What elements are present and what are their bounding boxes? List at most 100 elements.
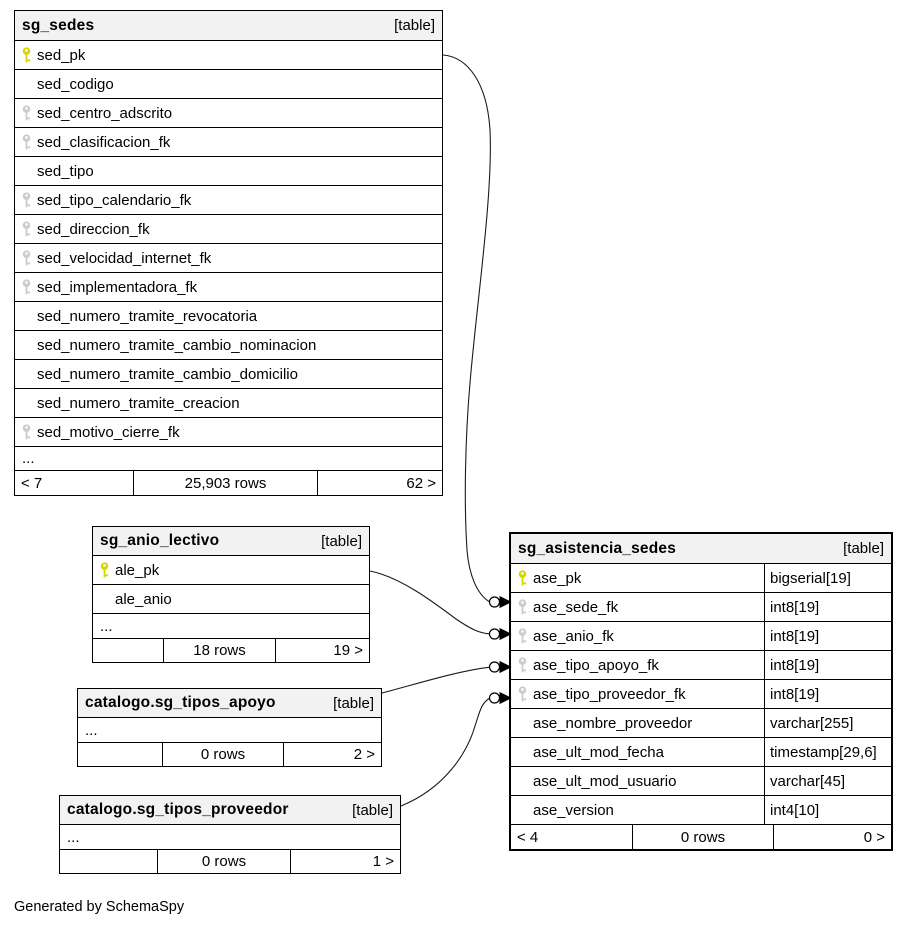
parents-count: 1 > [290,850,400,873]
parents-count: 2 > [283,743,381,766]
table-title: catalogo.sg_tipos_proveedor [67,801,289,818]
column-row: sed_direccion_fk [15,214,442,243]
column-row: sed_velocidad_internet_fk [15,243,442,272]
table-catalogo-sg-tipos-proveedor[interactable]: catalogo.sg_tipos_proveedor [table] ... … [59,795,401,874]
foreign-key-icon [15,105,37,121]
edge-ale-pk-to-ase-anio-fk [369,570,490,635]
table-footer: 0 rows 2 > [78,742,381,766]
table-footer: 0 rows 1 > [60,849,400,873]
foreign-key-icon [511,686,533,702]
foreign-key-icon [15,134,37,150]
column-name: ale_pk [115,561,160,579]
column-name: sed_pk [37,46,86,64]
generated-by-note: Generated by SchemaSpy [14,899,185,915]
ellipsis-row: ... [60,824,400,849]
column-name: sed_centro_adscrito [37,104,173,122]
column-type: int8[19] [770,627,820,645]
column-name: sed_motivo_cierre_fk [37,423,180,441]
foreign-key-icon [15,279,37,295]
column-row: sed_numero_tramite_cambio_nominacion [15,330,442,359]
table-footer: < 4 0 rows 0 > [511,824,891,849]
table-sg-anio-lectivo[interactable]: sg_anio_lectivo [table] ale_pk ale_anio … [92,526,370,663]
column-name: sed_tipo [37,162,94,180]
foreign-key-icon [511,628,533,644]
fk-endpoint-ase-tipo-apoyo-fk [488,660,512,674]
column-row: ase_tipo_apoyo_fk int8[19] [511,650,891,679]
ellipsis-row: ... [78,717,381,742]
column-row: ase_pk bigserial[19] [511,563,891,592]
circle-terminator-icon [488,596,501,608]
column-row: sed_codigo [15,69,442,98]
table-header[interactable]: catalogo.sg_tipos_apoyo [table] [78,689,381,717]
table-footer: < 7 25,903 rows 62 > [15,470,442,495]
column-type: int8[19] [770,656,820,674]
column-type: timestamp[29,6] [770,743,877,761]
ellipsis-row: ... [15,446,442,470]
table-header[interactable]: sg_anio_lectivo [table] [93,527,369,555]
table-catalogo-sg-tipos-apoyo[interactable]: catalogo.sg_tipos_apoyo [table] ... 0 ro… [77,688,382,767]
children-count [78,743,162,766]
column-row: sed_motivo_cierre_fk [15,417,442,446]
column-row: sed_pk [15,40,442,69]
edge-tipos-apoyo-to-ase-tipo-apoyo-fk [381,666,490,694]
fk-endpoint-ase-tipo-proveedor-fk [488,691,512,705]
children-count: < 7 [21,474,43,492]
table-header[interactable]: sg_sedes [table] [15,11,442,40]
table-title: sg_anio_lectivo [100,532,220,549]
children-count: < 4 [517,828,539,846]
column-row: ase_tipo_proveedor_fk int8[19] [511,679,891,708]
column-row: ale_anio [93,584,369,613]
table-header[interactable]: catalogo.sg_tipos_proveedor [table] [60,796,400,824]
parents-count: 62 > [317,471,442,495]
column-name: ase_tipo_proveedor_fk [533,685,686,703]
column-name: ase_tipo_apoyo_fk [533,656,659,674]
circle-terminator-icon [488,628,501,640]
column-row: ase_sede_fk int8[19] [511,592,891,621]
column-name: sed_velocidad_internet_fk [37,249,212,267]
table-sg-asistencia-sedes[interactable]: sg_asistencia_sedes [table] ase_pk bigse… [509,532,893,851]
column-name: sed_numero_tramite_revocatoria [37,307,258,325]
children-count [93,639,163,662]
column-row: ase_ult_mod_usuario varchar[45] [511,766,891,795]
edge-sed-pk-to-ase-sede-fk [442,54,491,602]
column-row: sed_numero_tramite_revocatoria [15,301,442,330]
table-badge: [table] [321,532,362,550]
column-name: sed_clasificacion_fk [37,133,171,151]
column-row: sed_implementadora_fk [15,272,442,301]
column-row: ase_anio_fk int8[19] [511,621,891,650]
table-sg-sedes[interactable]: sg_sedes [table] sed_pk sed_codigo sed_c… [14,10,443,496]
column-name: ase_ult_mod_fecha [533,743,664,761]
table-badge: [table] [352,801,393,819]
table-badge: [table] [394,17,435,34]
column-row: ale_pk [93,555,369,584]
primary-key-icon [93,562,115,578]
column-name: sed_numero_tramite_creacion [37,394,240,412]
ellipsis-row: ... [93,613,369,638]
children-count [60,850,157,873]
column-type: int4[10] [770,801,820,819]
row-count: 18 rows [163,639,275,662]
table-header[interactable]: sg_asistencia_sedes [table] [511,534,891,563]
table-badge: [table] [333,694,374,712]
column-row: sed_numero_tramite_creacion [15,388,442,417]
column-name: sed_codigo [37,75,114,93]
table-footer: 18 rows 19 > [93,638,369,662]
column-type: int8[19] [770,685,820,703]
column-name: ase_anio_fk [533,627,614,645]
table-title: sg_asistencia_sedes [518,539,677,557]
column-name: sed_numero_tramite_cambio_domicilio [37,365,298,383]
primary-key-icon [511,570,533,586]
fk-endpoint-ase-anio-fk [488,627,512,641]
column-row: ase_version int4[10] [511,795,891,824]
column-name: ase_pk [533,569,582,587]
column-name: sed_implementadora_fk [37,278,198,296]
foreign-key-icon [15,192,37,208]
foreign-key-icon [15,424,37,440]
row-count: 0 rows [632,825,773,849]
row-count: 0 rows [162,743,283,766]
column-row: sed_tipo_calendario_fk [15,185,442,214]
primary-key-icon [15,47,37,63]
column-row: sed_clasificacion_fk [15,127,442,156]
column-name: sed_direccion_fk [37,220,150,238]
table-title: catalogo.sg_tipos_apoyo [85,694,276,711]
